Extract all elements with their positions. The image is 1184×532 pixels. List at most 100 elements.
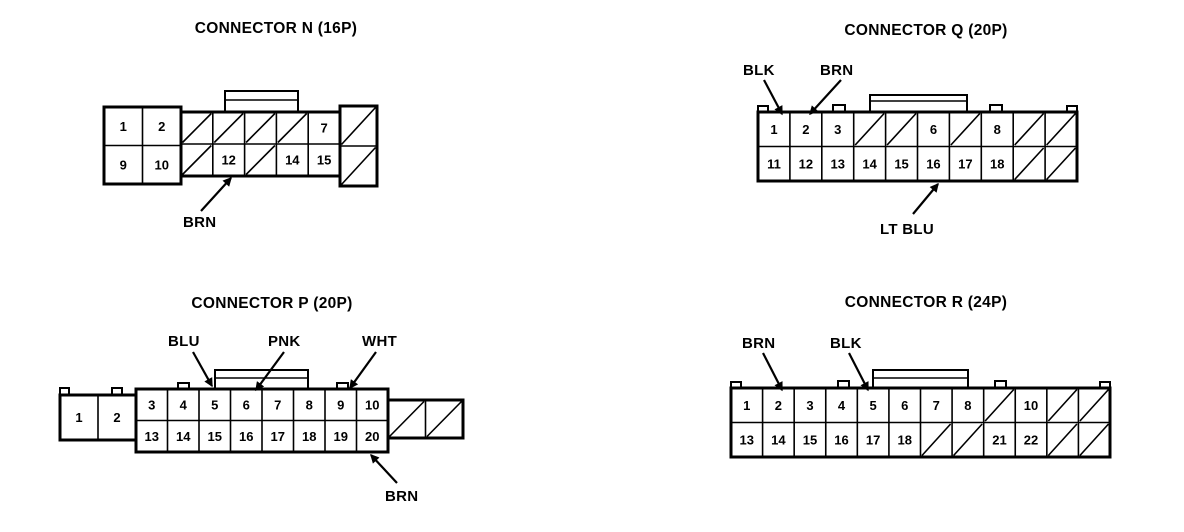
connector-n-pin-15: 15 [317, 153, 331, 168]
connector-r-pin-7: 7 [933, 398, 940, 413]
blocked-cavity-slash [426, 400, 463, 438]
connector-n-pin-9: 9 [120, 157, 127, 172]
latch-tab [872, 369, 969, 389]
connector-q-pin-12: 12 [799, 156, 813, 171]
connector-r-pin-8: 8 [964, 398, 971, 413]
blocked-cavity-slash [340, 106, 377, 146]
connector-q-pin-18: 18 [990, 156, 1004, 171]
connector-p-pin-18: 18 [302, 429, 316, 444]
wire-pointer-arrow-pin-6 [255, 351, 285, 392]
connector-r-pin-15: 15 [803, 432, 817, 447]
blocked-cavity-slash [950, 112, 981, 146]
wire-pointer-arrow-pin-16 [912, 182, 939, 215]
connector-q-pin-3: 3 [834, 122, 841, 137]
wire-color-label-pnk: PNK [268, 333, 301, 350]
wire-color-label-wht: WHT [362, 333, 397, 350]
connector-p-pin-7: 7 [274, 397, 281, 412]
connector-p-pin-6: 6 [243, 397, 250, 412]
connector-n-pin-12: 12 [221, 153, 235, 168]
connector-p-pin-16: 16 [239, 429, 253, 444]
wire-color-label-lt-blu: LT BLU [880, 221, 934, 238]
corner-notch [1099, 381, 1111, 388]
connector-n-pin-2: 2 [158, 119, 165, 134]
alignment-bump [832, 104, 846, 112]
wire-pointer-arrow-pin-9 [349, 351, 377, 390]
wire-color-label-blk: BLK [830, 335, 862, 352]
wire-pointer-arrow-pin-2 [762, 352, 783, 392]
wire-color-label-brn: BRN [820, 62, 853, 79]
connector-p-pin-8: 8 [306, 397, 313, 412]
connector-p-pin-17: 17 [271, 429, 285, 444]
connector-q-pin-13: 13 [831, 156, 845, 171]
wire-pointer-arrow-pin-5 [192, 351, 213, 388]
blocked-cavity-slash [1079, 388, 1110, 422]
connector-r-pin-21: 21 [992, 432, 1006, 447]
connector-r-pin-18: 18 [897, 432, 911, 447]
wire-color-label-blk: BLK [743, 62, 775, 79]
blocked-cavity-slash [1046, 147, 1077, 181]
connector-q-pin-16: 16 [926, 156, 940, 171]
connector-p-pin-20: 20 [365, 429, 379, 444]
blocked-cavity-slash [886, 112, 917, 146]
alignment-bump [177, 382, 190, 389]
connector-p-pin-13: 13 [145, 429, 159, 444]
connector-n-title: CONNECTOR N (16P) [195, 20, 357, 37]
blocked-cavity-slash [984, 388, 1015, 422]
blocked-cavity-slash [340, 146, 377, 186]
blocked-cavity-slash [181, 112, 212, 144]
blocked-cavity-slash [1047, 423, 1078, 457]
connector-n-pin-7: 7 [320, 121, 327, 136]
blocked-cavity-slash [1046, 112, 1077, 146]
connector-q-pin-14: 14 [862, 156, 877, 171]
blocked-cavity-slash [921, 423, 952, 457]
wire-color-label-brn: BRN [742, 335, 775, 352]
connector-r-pin-14: 14 [771, 432, 786, 447]
connector-p-pin-15: 15 [208, 429, 222, 444]
corner-notch [1066, 105, 1078, 112]
connector-n-pin-14: 14 [285, 153, 300, 168]
wire-color-label-brn: BRN [385, 488, 418, 505]
corner-notch [757, 105, 769, 112]
wire-pointer-arrow-pin-20 [370, 454, 398, 484]
connector-p-pin-19: 19 [334, 429, 348, 444]
alignment-bump [111, 387, 123, 395]
connector-p-pin-10: 10 [365, 397, 379, 412]
connector-r-pin-16: 16 [834, 432, 848, 447]
blocked-cavity-slash [1079, 423, 1110, 457]
alignment-bump [336, 382, 349, 389]
wire-pointer-arrow-pin-12 [200, 177, 232, 212]
blocked-cavity-slash [388, 400, 425, 438]
wire-pointer-arrow-pin-1 [763, 79, 783, 116]
blocked-cavity-slash [854, 112, 885, 146]
latch-tab [224, 90, 299, 113]
wire-color-label-blu: BLU [168, 333, 200, 350]
blocked-cavity-slash [245, 144, 276, 176]
connector-q-pin-6: 6 [930, 122, 937, 137]
blocked-cavity-slash [277, 112, 308, 144]
blocked-cavity-slash [245, 112, 276, 144]
alignment-bump [994, 380, 1007, 388]
connector-p-pin-3: 3 [148, 397, 155, 412]
connector-p-pin-4: 4 [180, 397, 188, 412]
connector-r-pin-10: 10 [1024, 398, 1038, 413]
connector-r-pin-3: 3 [806, 398, 813, 413]
connector-r-pin-5: 5 [870, 398, 877, 413]
blocked-cavity-slash [1047, 388, 1078, 422]
connector-r-title: CONNECTOR R (24P) [845, 294, 1007, 311]
connector-q-pin-17: 17 [958, 156, 972, 171]
connector-q-pin-1: 1 [770, 122, 777, 137]
connector-r-pin-4: 4 [838, 398, 846, 413]
connector-q-pin-2: 2 [802, 122, 809, 137]
latch-tab [214, 369, 309, 390]
connector-p-pin-1: 1 [75, 410, 82, 425]
connector-r-pin-1: 1 [743, 398, 750, 413]
connector-r-pin-2: 2 [775, 398, 782, 413]
connector-p-pin-2: 2 [113, 410, 120, 425]
corner-notch [730, 381, 742, 388]
